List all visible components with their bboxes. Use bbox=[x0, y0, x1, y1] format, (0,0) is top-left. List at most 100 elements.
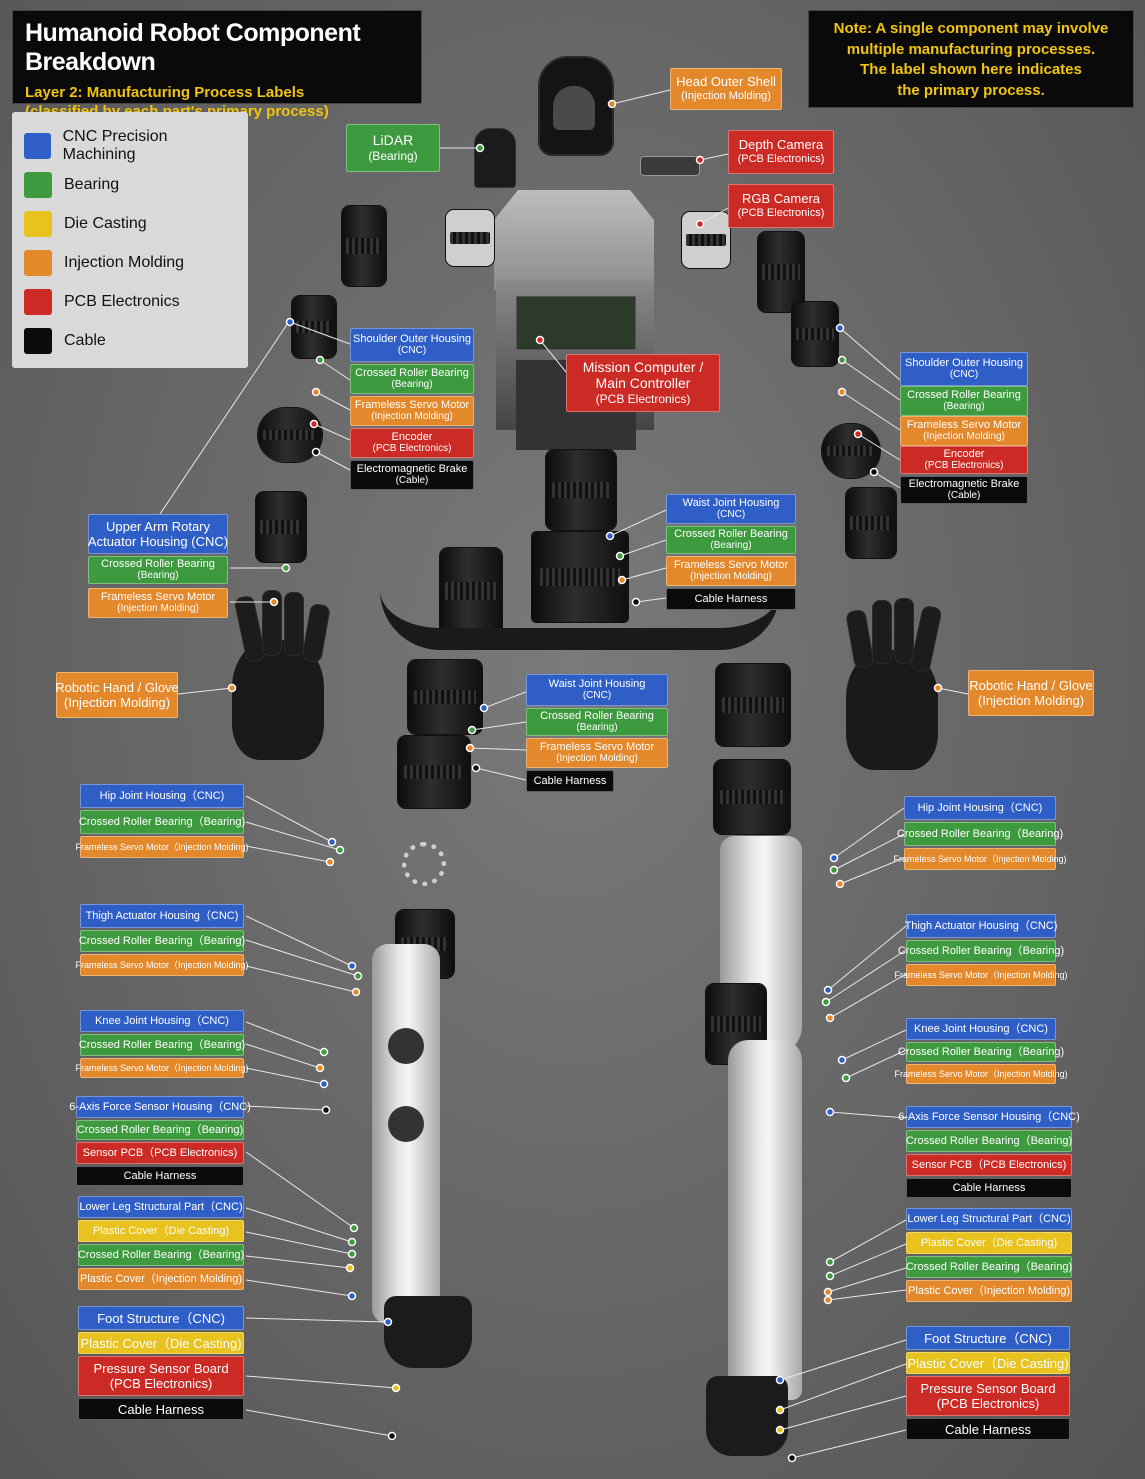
label-text: (CNC) bbox=[949, 369, 979, 380]
label-lidar: LiDAR (Bearing) bbox=[346, 124, 440, 172]
label-mission-computer: Mission Computer / Main Controller (PCB … bbox=[566, 354, 720, 412]
label-text: Shoulder Outer Housing bbox=[904, 357, 1023, 369]
label-l-shoulder-housing: Shoulder Outer Housing (CNC) bbox=[350, 328, 474, 362]
l-hip-actuator-2 bbox=[398, 736, 470, 808]
label-text: Waist Joint Housing bbox=[548, 678, 646, 690]
label-text: Crossed Roller Bearing（Bearing) bbox=[897, 1046, 1065, 1058]
legend-swatch bbox=[24, 132, 51, 159]
subtitle-line-1: Layer 2: Manufacturing Process Labels bbox=[25, 84, 305, 101]
label-l-hip-motor: Frameless Servo Motor（Injection Molding) bbox=[75, 836, 249, 858]
label-text: Pressure Sensor Board bbox=[920, 1381, 1056, 1396]
legend-item-bearing: Bearing bbox=[24, 165, 236, 204]
label-text: Knee Joint Housing（CNC) bbox=[95, 1015, 229, 1027]
legend-label: Cable bbox=[64, 331, 106, 349]
label-r-thigh-motor: Frameless Servo Motor（Injection Molding) bbox=[894, 964, 1068, 986]
torso-frame bbox=[494, 190, 654, 290]
label-r-knee-motor: Frameless Servo Motor（Injection Molding) bbox=[894, 1064, 1068, 1084]
label-text: Hip Joint Housing（CNC) bbox=[99, 790, 225, 802]
label-text: Mission Computer / bbox=[582, 359, 704, 375]
l-foot bbox=[384, 1296, 472, 1368]
l-glove-finger bbox=[284, 592, 304, 656]
label-text: (CNC) bbox=[716, 509, 746, 520]
label-l-shoulder-bearing: Crossed Roller Bearing (Bearing) bbox=[350, 364, 474, 394]
r-hip-actuator bbox=[716, 664, 790, 746]
r-shin-shell bbox=[728, 1040, 802, 1400]
depth-camera-unit bbox=[640, 156, 700, 176]
label-l-encoder: Encoder (PCB Electronics) bbox=[350, 428, 474, 458]
label-text: Frameless Servo Motor bbox=[906, 419, 1022, 431]
label-text: Crossed Roller Bearing（Bearing) bbox=[78, 935, 246, 947]
label-l-foot-cover: Plastic Cover（Die Casting) bbox=[78, 1332, 244, 1354]
l-knee-disc bbox=[388, 1028, 424, 1064]
label-r-fts-bearing: Crossed Roller Bearing（Bearing) bbox=[906, 1130, 1072, 1152]
legend-label: CNC Precision Machining bbox=[62, 127, 168, 163]
label-text: Cable Harness bbox=[694, 593, 768, 605]
label-waist2-housing: Waist Joint Housing (CNC) bbox=[526, 674, 668, 706]
label-l-brake: Electromagnetic Brake (Cable) bbox=[350, 460, 474, 490]
label-l-foot-struct: Foot Structure（CNC) bbox=[78, 1306, 244, 1330]
legend-swatch bbox=[24, 210, 52, 237]
l-encoder-disc bbox=[258, 408, 322, 462]
label-text: Thigh Actuator Housing（CNC) bbox=[85, 910, 239, 922]
label-l-lowleg-cover2: Plastic Cover（Injection Molding) bbox=[78, 1268, 244, 1290]
l-shoulder-actuator-top bbox=[342, 206, 386, 286]
legend-item-cable: Cable bbox=[24, 321, 236, 360]
label-text: Plastic Cover（Die Casting) bbox=[920, 1237, 1058, 1249]
label-text: 6-Axis Force Sensor Housing（CNC) bbox=[69, 1101, 251, 1113]
label-l-knee-motor: Frameless Servo Motor（Injection Molding) bbox=[75, 1058, 249, 1078]
label-r-lowleg-struct: Lower Leg Structural Part（CNC) bbox=[906, 1208, 1072, 1230]
r-upper-arm bbox=[846, 488, 896, 558]
label-text: Cable Harness bbox=[118, 1401, 204, 1417]
legend-item-pcb: PCB Electronics bbox=[24, 282, 236, 321]
label-r-hip-bearing: Crossed Roller Bearing（Bearing) bbox=[897, 822, 1063, 846]
label-l-hip-bearing: Crossed Roller Bearing（Bearing) bbox=[79, 810, 245, 834]
label-head-outer-shell: Head Outer Shell (Injection Molding) bbox=[670, 68, 782, 110]
legend-label: PCB Electronics bbox=[64, 292, 180, 310]
label-text: Crossed Roller Bearing bbox=[540, 710, 654, 722]
label-text: Lower Leg Structural Part（CNC) bbox=[79, 1201, 243, 1213]
label-text: Crossed Roller Bearing（Bearing) bbox=[76, 1124, 244, 1136]
label-text: Crossed Roller Bearing bbox=[101, 558, 215, 570]
label-text: RGB Camera bbox=[741, 191, 821, 206]
label-r-foot-cable: Cable Harness bbox=[906, 1418, 1070, 1440]
label-l-shoulder-motor: Frameless Servo Motor (Injection Molding… bbox=[350, 396, 474, 426]
label-text: Depth Camera bbox=[738, 137, 824, 152]
label-r-shoulder-housing: Shoulder Outer Housing (CNC) bbox=[900, 352, 1028, 386]
note-line-1: Note: A single component may involve bbox=[833, 20, 1109, 37]
page-title: Humanoid Robot Component Breakdown bbox=[25, 19, 361, 76]
label-text: Main Controller bbox=[595, 375, 691, 391]
label-text: Pressure Sensor Board bbox=[93, 1361, 229, 1376]
label-l-foot-cable: Cable Harness bbox=[78, 1398, 244, 1420]
label-text: (Bearing) bbox=[391, 379, 433, 390]
label-l-thigh-bearing: Crossed Roller Bearing（Bearing) bbox=[78, 930, 246, 952]
label-l-fts-bearing: Crossed Roller Bearing（Bearing) bbox=[76, 1120, 244, 1140]
label-text: Actuator Housing (CNC) bbox=[87, 534, 229, 549]
label-text: (Bearing) bbox=[368, 149, 418, 163]
label-text: Frameless Servo Motor（Injection Molding) bbox=[894, 1069, 1068, 1079]
label-r-foot-cover: Plastic Cover（Die Casting) bbox=[906, 1352, 1070, 1374]
r-shoulder-side bbox=[682, 212, 730, 268]
legend-label: Injection Molding bbox=[64, 253, 185, 271]
label-text: Plastic Cover（Die Casting) bbox=[907, 1355, 1069, 1371]
label-r-hand: Robotic Hand / Glove (Injection Molding) bbox=[968, 670, 1094, 716]
label-text: (PCB Electronics) bbox=[109, 1376, 213, 1391]
label-waist2-cable: Cable Harness bbox=[526, 770, 614, 792]
label-text: Plastic Cover（Die Casting) bbox=[92, 1225, 230, 1237]
label-upper-arm-housing: Upper Arm Rotary Actuator Housing (CNC) bbox=[88, 514, 228, 554]
label-text: Cable Harness bbox=[123, 1170, 197, 1182]
label-text: Electromagnetic Brake bbox=[908, 478, 1020, 490]
label-l-thigh-motor: Frameless Servo Motor（Injection Molding) bbox=[75, 954, 249, 976]
legend-label: Bearing bbox=[64, 175, 120, 193]
label-text: Foot Structure（CNC) bbox=[924, 1330, 1052, 1346]
l-knee-disc-2 bbox=[388, 1106, 424, 1142]
legend-item-die-casting: Die Casting bbox=[24, 204, 236, 243]
label-r-shoulder-bearing: Crossed Roller Bearing (Bearing) bbox=[900, 386, 1028, 416]
label-l-fts-pcb: Sensor PCB（PCB Electronics) bbox=[76, 1142, 244, 1164]
label-r-encoder: Encoder (PCB Electronics) bbox=[900, 446, 1028, 474]
label-depth-camera: Depth Camera (PCB Electronics) bbox=[728, 130, 834, 174]
legend-item-cnc: CNC Precision Machining bbox=[24, 126, 236, 165]
label-text: Upper Arm Rotary bbox=[105, 519, 211, 534]
legend-swatch bbox=[24, 288, 52, 315]
label-r-shoulder-motor: Frameless Servo Motor (Injection Molding… bbox=[900, 416, 1028, 446]
label-text: Plastic Cover（Die Casting) bbox=[80, 1335, 242, 1351]
